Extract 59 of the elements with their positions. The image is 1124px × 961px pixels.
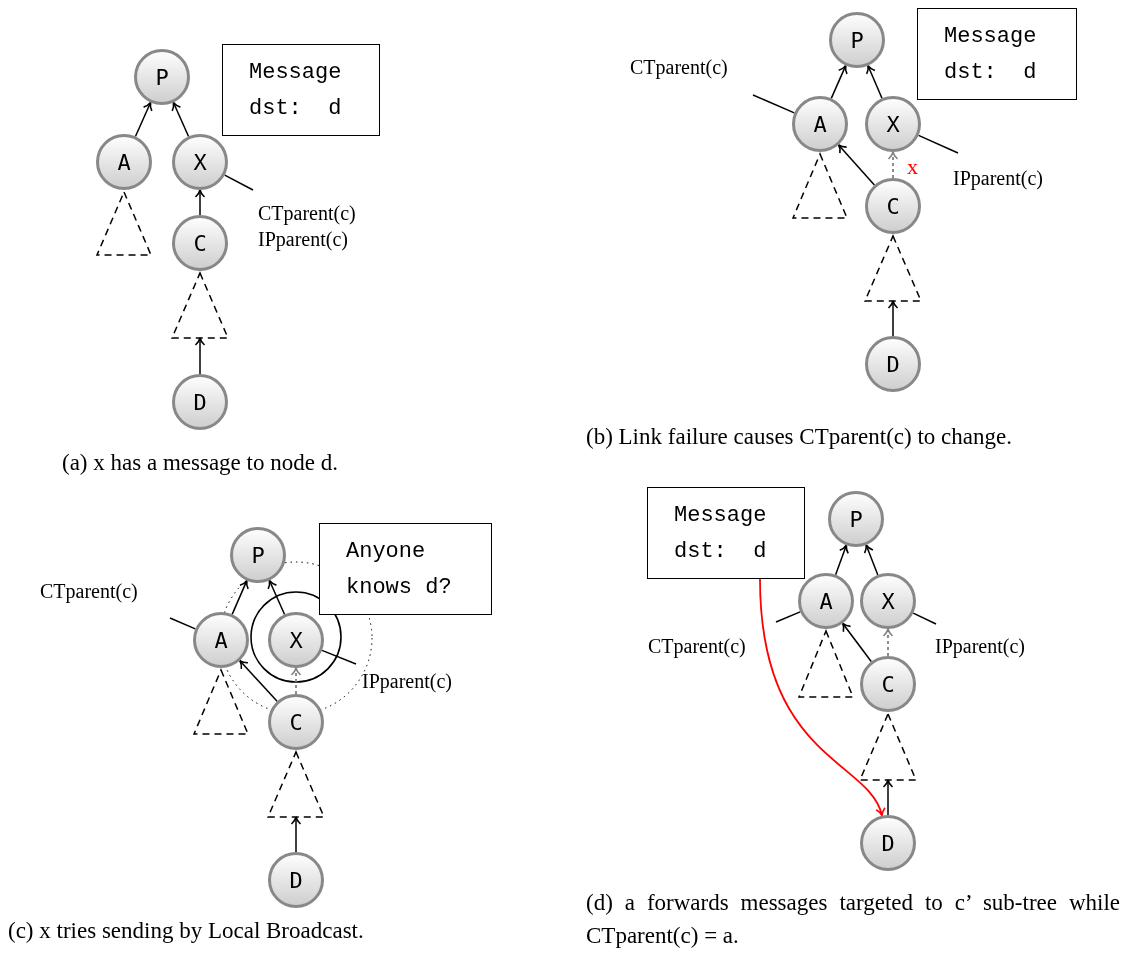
tree-node: A: [798, 573, 854, 629]
parent-label: CTparent(c): [648, 633, 746, 659]
tree-node: A: [792, 96, 848, 152]
figure-caption: (b) Link failure causes CTparent(c) to change.: [586, 423, 1013, 451]
leader-line: [224, 174, 254, 191]
parent-label: CTparent(c): [40, 578, 138, 604]
leader-line: [775, 611, 801, 623]
tree-node: X: [268, 612, 324, 668]
parent-label: IPparent(c): [953, 165, 1043, 191]
message-text: Anyone knows d?: [346, 538, 453, 602]
message-text: Message: [944, 23, 1038, 51]
tree-node: C: [860, 656, 916, 712]
message-text: dst: d: [674, 538, 768, 566]
tree-node: A: [193, 612, 249, 668]
subtree-triangle: [266, 750, 326, 819]
tree-node: P: [828, 491, 884, 547]
leader-line: [321, 649, 357, 665]
message-text: Message: [249, 59, 343, 87]
tree-node: P: [230, 527, 286, 583]
figure-caption: (d) a forwards messages targeted to c’ sub-tree while CTparent(c) = a.: [586, 889, 1120, 950]
parent-label: CTparent(c): [630, 54, 728, 80]
tree-node: C: [268, 694, 324, 750]
tree-node: D: [268, 852, 324, 908]
tree-node: C: [865, 178, 921, 234]
parent-label: CTparent(c): [258, 201, 356, 226]
tree-node: X: [865, 96, 921, 152]
parent-label: IPparent(c): [935, 633, 1025, 659]
tree-node: D: [865, 336, 921, 392]
subtree-triangle: [797, 629, 855, 699]
message-text: Message: [674, 502, 768, 530]
subtree-triangle: [192, 668, 250, 736]
tree-node: P: [134, 49, 190, 105]
leader-line: [169, 617, 197, 630]
parent-label: IPparent(c): [362, 668, 452, 694]
tree-node: D: [860, 815, 916, 871]
subtree-triangle: [170, 271, 230, 340]
tree-node: A: [96, 134, 152, 190]
tree-node: X: [172, 134, 228, 190]
message-box: [222, 44, 380, 136]
leader-line: [752, 94, 796, 114]
figure-caption: (c) x tries sending by Local Broadcast.: [8, 917, 365, 945]
subtree-triangle: [863, 234, 923, 303]
tree-node: P: [829, 12, 885, 68]
leader-line: [912, 612, 937, 625]
message-box: [917, 8, 1077, 100]
failure-mark: x: [907, 153, 919, 181]
tree-node: X: [860, 573, 916, 629]
subtree-triangle: [858, 712, 918, 782]
subtree-triangle: [791, 152, 849, 220]
figure-caption: (a) x has a message to node d.: [62, 449, 339, 477]
message-box: [647, 487, 805, 579]
parent-label: IPparent(c): [258, 227, 349, 252]
leader-line: [917, 134, 959, 154]
message-box: [319, 523, 492, 615]
tree-node: C: [172, 215, 228, 271]
tree-node: D: [172, 374, 228, 430]
subtree-triangle: [95, 190, 153, 257]
message-text: dst: d: [944, 59, 1038, 87]
message-text: dst: d: [249, 95, 343, 123]
